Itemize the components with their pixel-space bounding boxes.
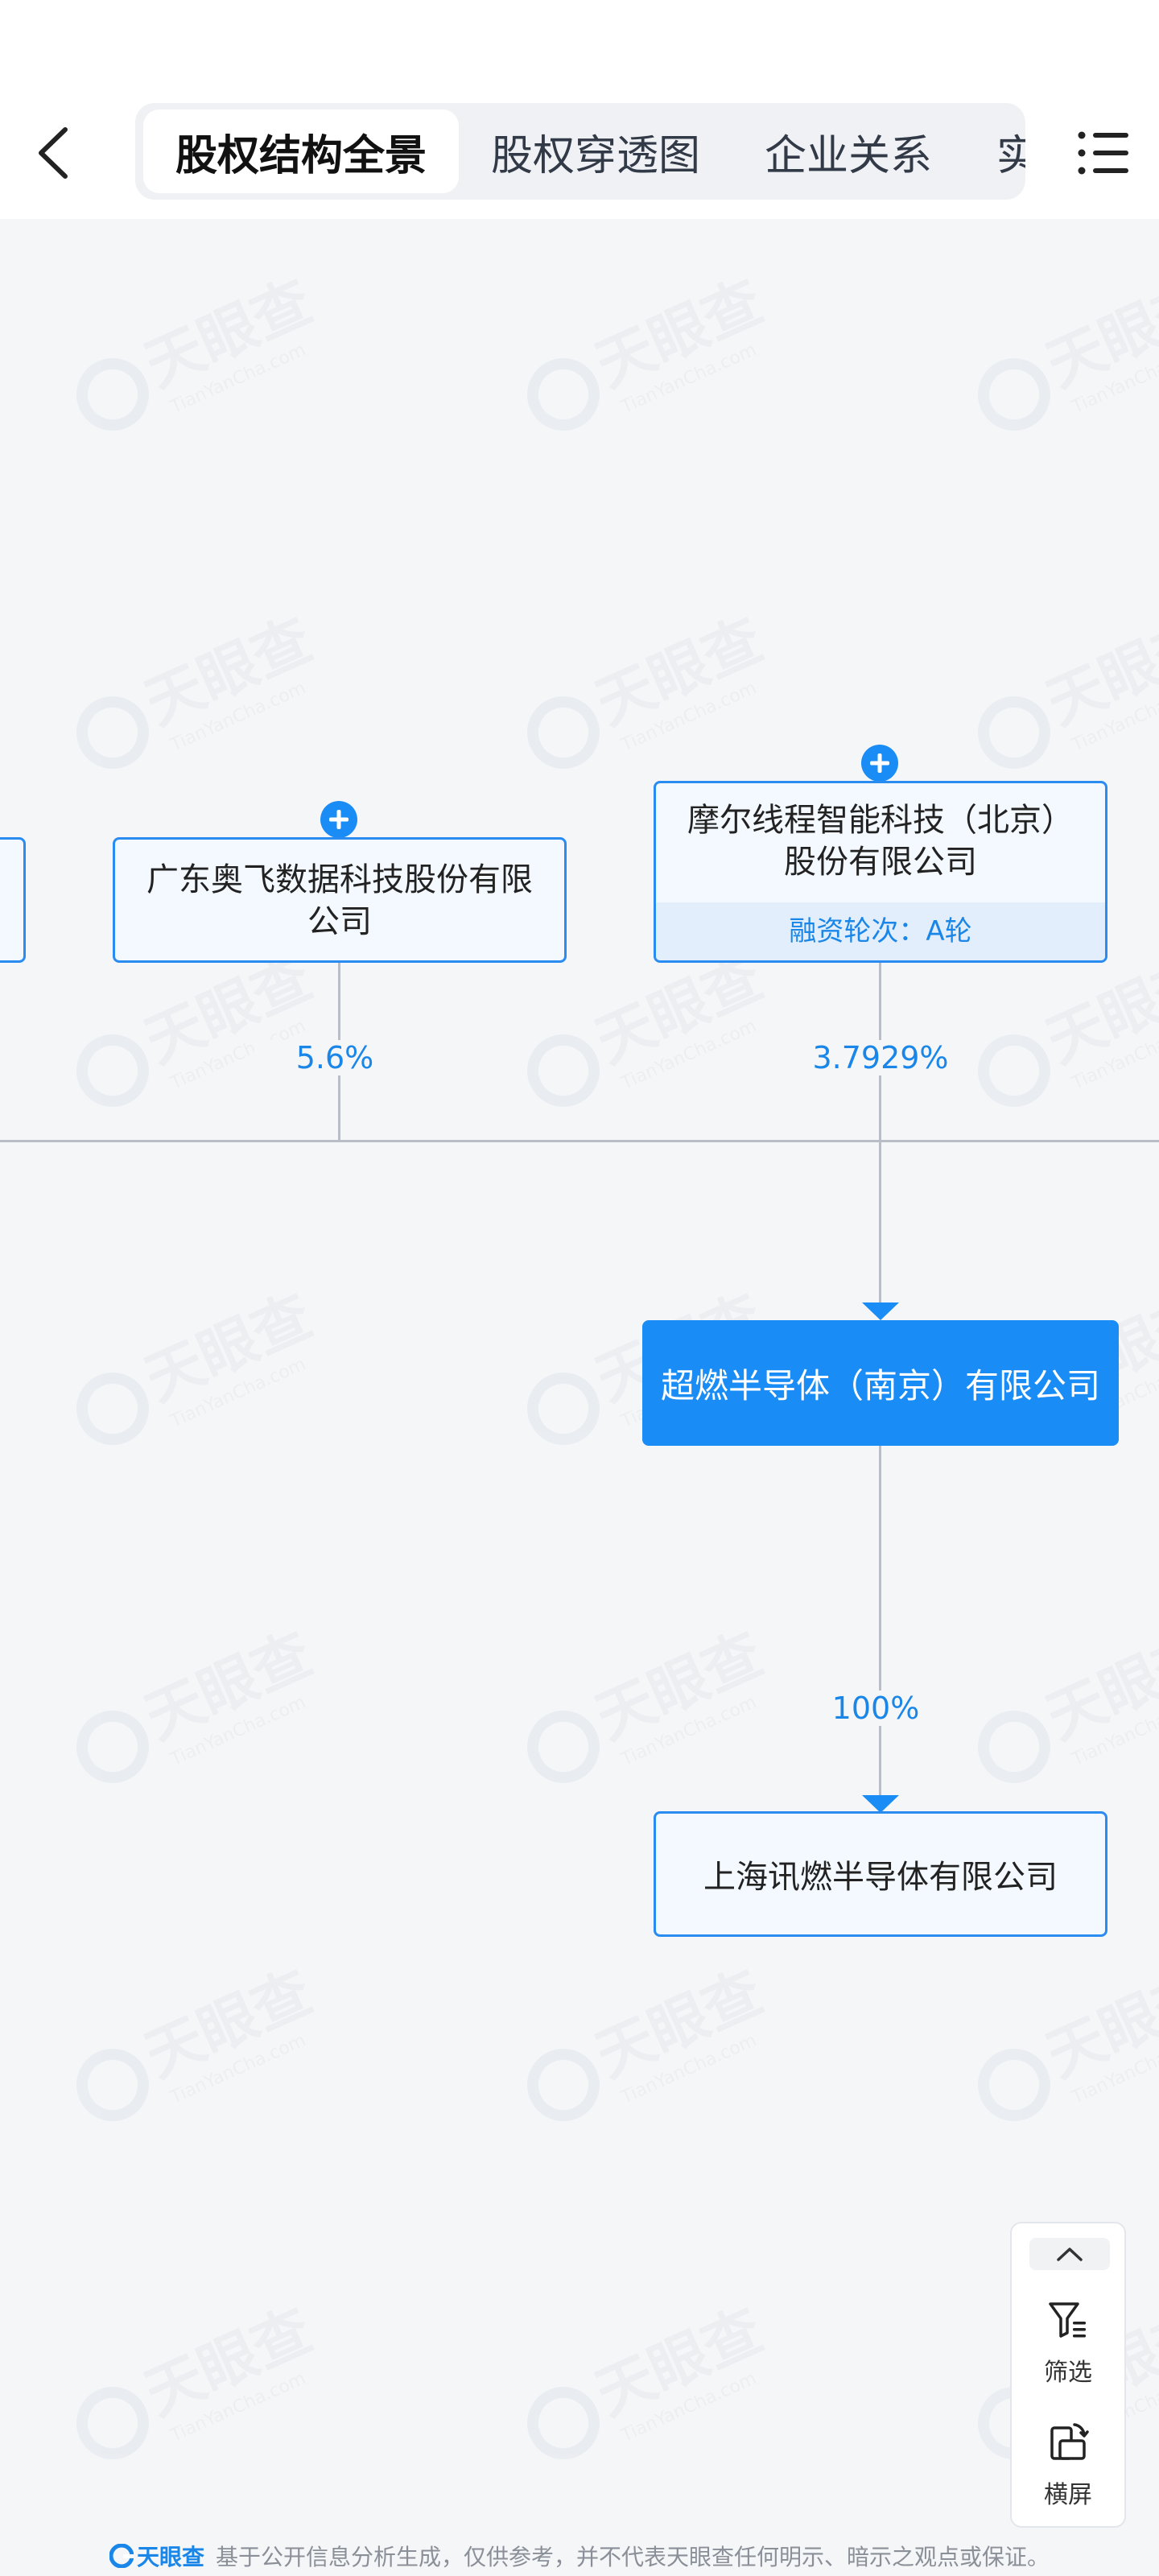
svg-text:TianYanCha.com: TianYanCha.com [167,1354,308,1432]
svg-text:天眼查: 天眼查 [586,605,773,738]
svg-text:TianYanCha.com: TianYanCha.com [167,1692,308,1770]
expand-plus-icon[interactable] [860,744,899,782]
footer-disclaimer: 天眼查 基于公开信息分析生成，仅供参考，并不代表天眼查任何明示、暗示之观点或保证… [109,2538,1156,2574]
svg-text:天眼查: 天眼查 [586,267,773,400]
tab-bar: 股权结构全景 股权穿透图 企业关系 实 [135,103,1025,200]
main-company-name: 超燃半导体（南京）有限公司 [660,1365,1100,1406]
svg-text:TianYanCha.com: TianYanCha.com [1068,340,1159,418]
shareholding-percent: 5.6% [254,1040,415,1075]
subsidiary-node[interactable]: 上海讯燃半导体有限公司 [654,1811,1107,1937]
svg-text:天眼查: 天眼查 [586,943,773,1076]
svg-text:天眼查: 天眼查 [586,2296,773,2429]
landscape-label: 横屏 [1044,2481,1092,2509]
shareholder-node[interactable]: 摩尔线程智能科技（北京） 股份有限公司 融资轮次：A轮 [654,781,1107,963]
svg-text:天眼查: 天眼查 [586,1958,773,2091]
connector-line [0,1140,1159,1142]
main-company-node[interactable]: 超燃半导体（南京）有限公司 [642,1320,1119,1446]
svg-text:TianYanCha.com: TianYanCha.com [1068,678,1159,756]
svg-text:天眼查: 天眼查 [1037,1958,1159,2091]
chevron-left-icon [39,127,68,179]
subsidiary-name: 上海讯燃半导体有限公司 [703,1859,1058,1896]
connector-line [879,1446,881,1800]
filter-label: 筛选 [1044,2359,1092,2387]
svg-text:TianYanCha.com: TianYanCha.com [167,2368,308,2446]
tianyancha-logo-icon [109,2544,134,2568]
landscape-button[interactable]: 横屏 [1012,2420,1124,2510]
rotate-screen-icon [1050,2423,1089,2460]
svg-text:天眼查: 天眼查 [586,1620,773,1752]
shareholder-node[interactable]: 广东奥飞数据科技股份有限 公司 [113,837,567,963]
shareholder-node-offscreen[interactable] [0,837,26,963]
shareholder-name: 公司 [307,903,372,940]
svg-text:天眼查: 天眼查 [135,267,322,400]
back-button[interactable] [24,113,80,193]
svg-text:天眼查: 天眼查 [135,1620,322,1752]
tab-equity-penetration[interactable]: 股权穿透图 [491,131,701,180]
arrow-down-icon [862,1302,899,1320]
svg-text:TianYanCha.com: TianYanCha.com [617,678,759,756]
chevron-up-icon [1057,2248,1083,2261]
subsidiary-percent: 100% [805,1690,947,1726]
svg-text:天眼查: 天眼查 [135,605,322,738]
connector-line [879,963,881,1302]
svg-text:TianYanCha.com: TianYanCha.com [617,1692,759,1770]
collapse-button[interactable] [1029,2238,1110,2270]
menu-button[interactable] [1070,121,1135,185]
svg-text:TianYanCha.com: TianYanCha.com [167,678,308,756]
footer-brand: 天眼查 [137,2544,205,2570]
expand-plus-icon[interactable] [320,800,358,839]
svg-text:TianYanCha.com: TianYanCha.com [617,2368,759,2446]
svg-text:天眼查: 天眼查 [1037,943,1159,1076]
tab-more[interactable]: 实 [996,131,1025,180]
tab-equity-overview[interactable]: 股权结构全景 [143,109,460,193]
svg-text:TianYanCha.com: TianYanCha.com [1068,1016,1159,1094]
svg-text:TianYanCha.com: TianYanCha.com [1068,2030,1159,2108]
list-menu-icon [1078,131,1128,175]
side-toolbar: 筛选 横屏 [1010,2222,1126,2528]
shareholder-name: 广东奥飞数据科技股份有限 [146,861,533,898]
shareholder-name: 摩尔线程智能科技（北京） [687,802,1074,839]
svg-text:TianYanCha.com: TianYanCha.com [617,1016,759,1094]
shareholding-percent: 3.7929% [797,1040,964,1075]
svg-text:天眼查: 天眼查 [135,1282,322,1414]
svg-text:TianYanCha.com: TianYanCha.com [617,2030,759,2108]
svg-text:TianYanCha.com: TianYanCha.com [617,340,759,418]
footer-text: 基于公开信息分析生成，仅供参考，并不代表天眼查任何明示、暗示之观点或保证。 [216,2544,1050,2570]
svg-text:TianYanCha.com: TianYanCha.com [167,340,308,418]
svg-text:天眼查: 天眼查 [1037,1620,1159,1752]
svg-text:TianYanCha.com: TianYanCha.com [1068,1692,1159,1770]
svg-text:天眼查: 天眼查 [135,1958,322,2091]
arrow-down-icon [862,1795,899,1813]
shareholder-name: 股份有限公司 [784,844,977,881]
filter-icon [1049,2302,1086,2338]
tab-enterprise-relations[interactable]: 企业关系 [765,131,933,180]
funding-round-badge: 融资轮次：A轮 [656,902,1105,960]
svg-text:天眼查: 天眼查 [1037,267,1159,400]
svg-text:天眼查: 天眼查 [135,2296,322,2429]
top-bar: 股权结构全景 股权穿透图 企业关系 实 [0,0,1159,219]
svg-text:TianYanCha.com: TianYanCha.com [167,2030,308,2108]
filter-button[interactable]: 筛选 [1012,2297,1124,2388]
svg-text:天眼查: 天眼查 [1037,605,1159,738]
